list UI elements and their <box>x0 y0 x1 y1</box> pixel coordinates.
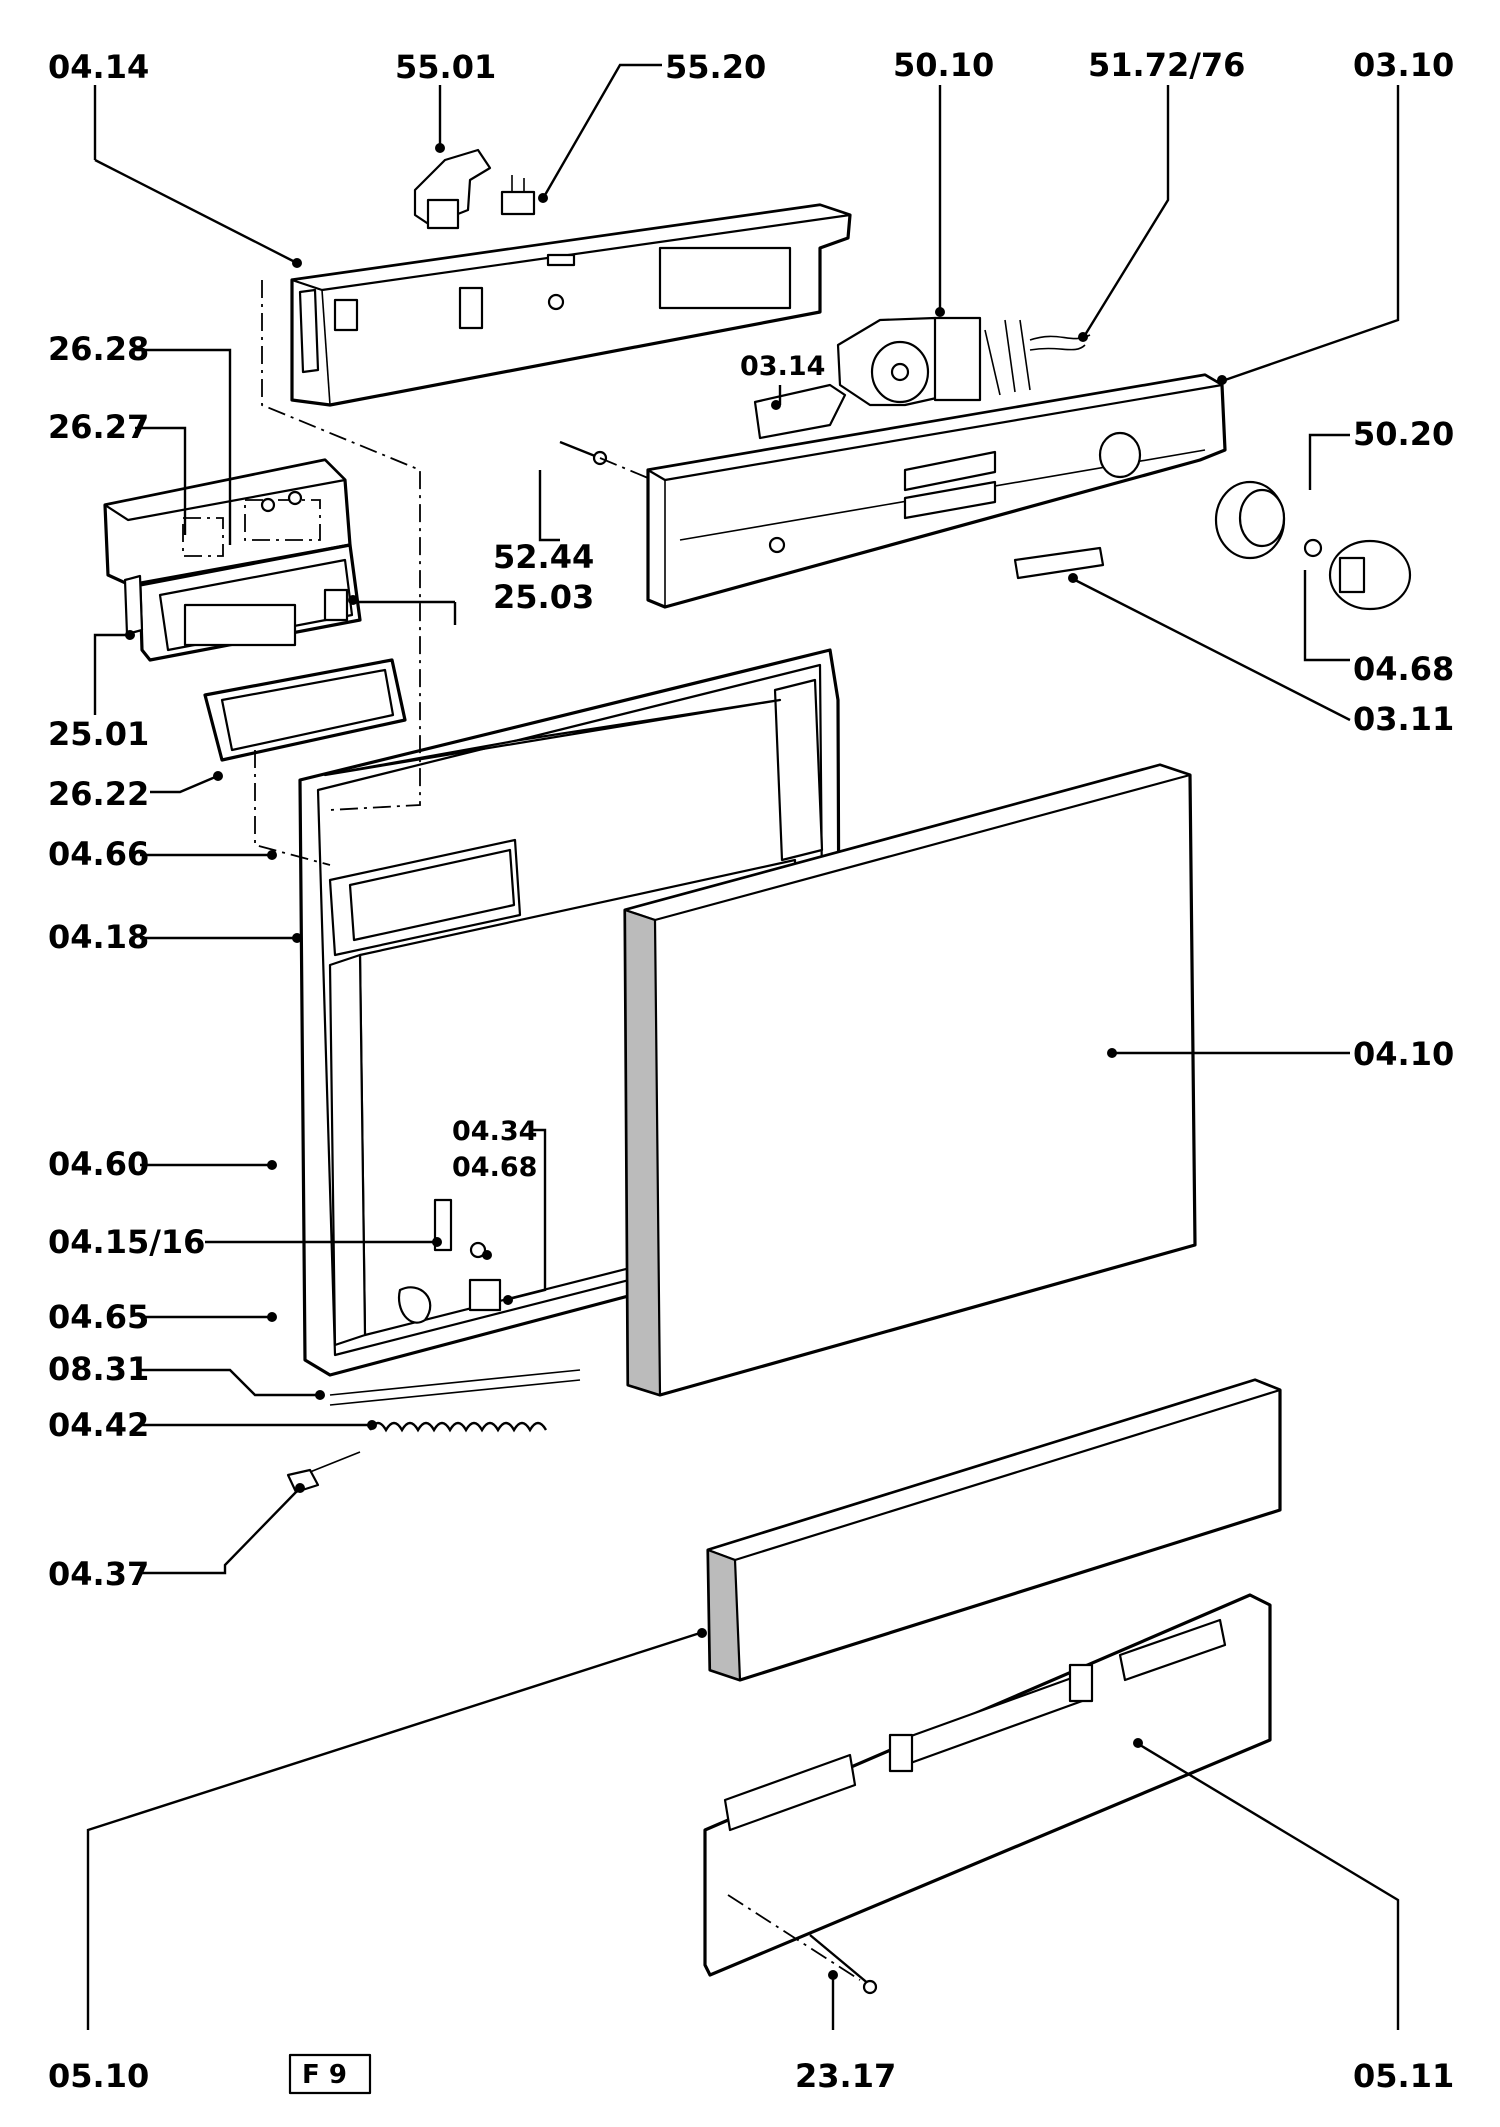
label-04-66: 04.66 <box>48 835 149 873</box>
spring-part-04-42 <box>368 1421 548 1433</box>
label-03-11: 03.11 <box>1353 700 1454 738</box>
label-04-42: 04.42 <box>48 1406 149 1444</box>
label-04-10: 04.10 <box>1353 1035 1454 1073</box>
label-25-03: 25.03 <box>493 578 594 616</box>
leader-dots <box>125 143 1227 1980</box>
label-08-31: 08.31 <box>48 1350 149 1388</box>
label-25-01: 25.01 <box>48 715 149 753</box>
label-51-72: 51.72/76 <box>1088 46 1245 84</box>
label-04-68-top: 04.68 <box>1353 650 1454 688</box>
dispenser-assembly <box>103 458 362 662</box>
label-05-11: 05.11 <box>1353 2057 1454 2095</box>
screw-part-52-44 <box>559 440 608 466</box>
label-04-15-16: 04.15/16 <box>48 1223 205 1261</box>
label-52-44: 52.44 <box>493 538 594 576</box>
latch-parts <box>397 1198 502 1324</box>
label-04-65: 04.65 <box>48 1298 149 1336</box>
microswitch-part-55-20 <box>500 175 536 216</box>
control-panel-front <box>646 373 1227 609</box>
figure-code-box: F 9 <box>288 2053 372 2095</box>
label-26-22: 26.22 <box>48 775 149 813</box>
base-panel <box>703 1593 1272 1977</box>
label-55-20: 55.20 <box>665 48 766 86</box>
knob-part-50-20 <box>1214 480 1412 611</box>
label-04-18: 04.18 <box>48 918 149 956</box>
label-23-17: 23.17 <box>795 2057 896 2095</box>
figure-code: F 9 <box>302 2060 347 2090</box>
control-panel-back <box>290 203 852 407</box>
label-55-01: 55.01 <box>395 48 496 86</box>
label-04-34: 04.34 <box>452 1116 537 1147</box>
timer-part-50-10 <box>836 316 1031 407</box>
label-03-10: 03.10 <box>1353 46 1454 84</box>
label-04-60: 04.60 <box>48 1145 149 1183</box>
label-04-14: 04.14 <box>48 48 149 86</box>
door-front-panel <box>623 763 1197 1397</box>
label-26-27: 26.27 <box>48 408 149 446</box>
assembly-lines <box>254 280 861 1981</box>
label-04-68-mid: 04.68 <box>452 1152 537 1183</box>
label-26-28: 26.28 <box>48 330 149 368</box>
label-50-20: 50.20 <box>1353 415 1454 453</box>
label-50-10: 50.10 <box>893 46 994 84</box>
screw-part-23-17 <box>809 1934 871 1986</box>
switch-part-55-01 <box>413 148 492 230</box>
leader-lines <box>86 63 1400 2030</box>
label-03-14: 03.14 <box>740 351 825 382</box>
cover-part-03-14 <box>753 383 847 440</box>
kick-plate <box>706 1378 1282 1682</box>
trim-strip-03-11 <box>1013 546 1105 580</box>
label-04-37: 04.37 <box>48 1555 149 1593</box>
label-05-10: 05.10 <box>48 2057 149 2095</box>
